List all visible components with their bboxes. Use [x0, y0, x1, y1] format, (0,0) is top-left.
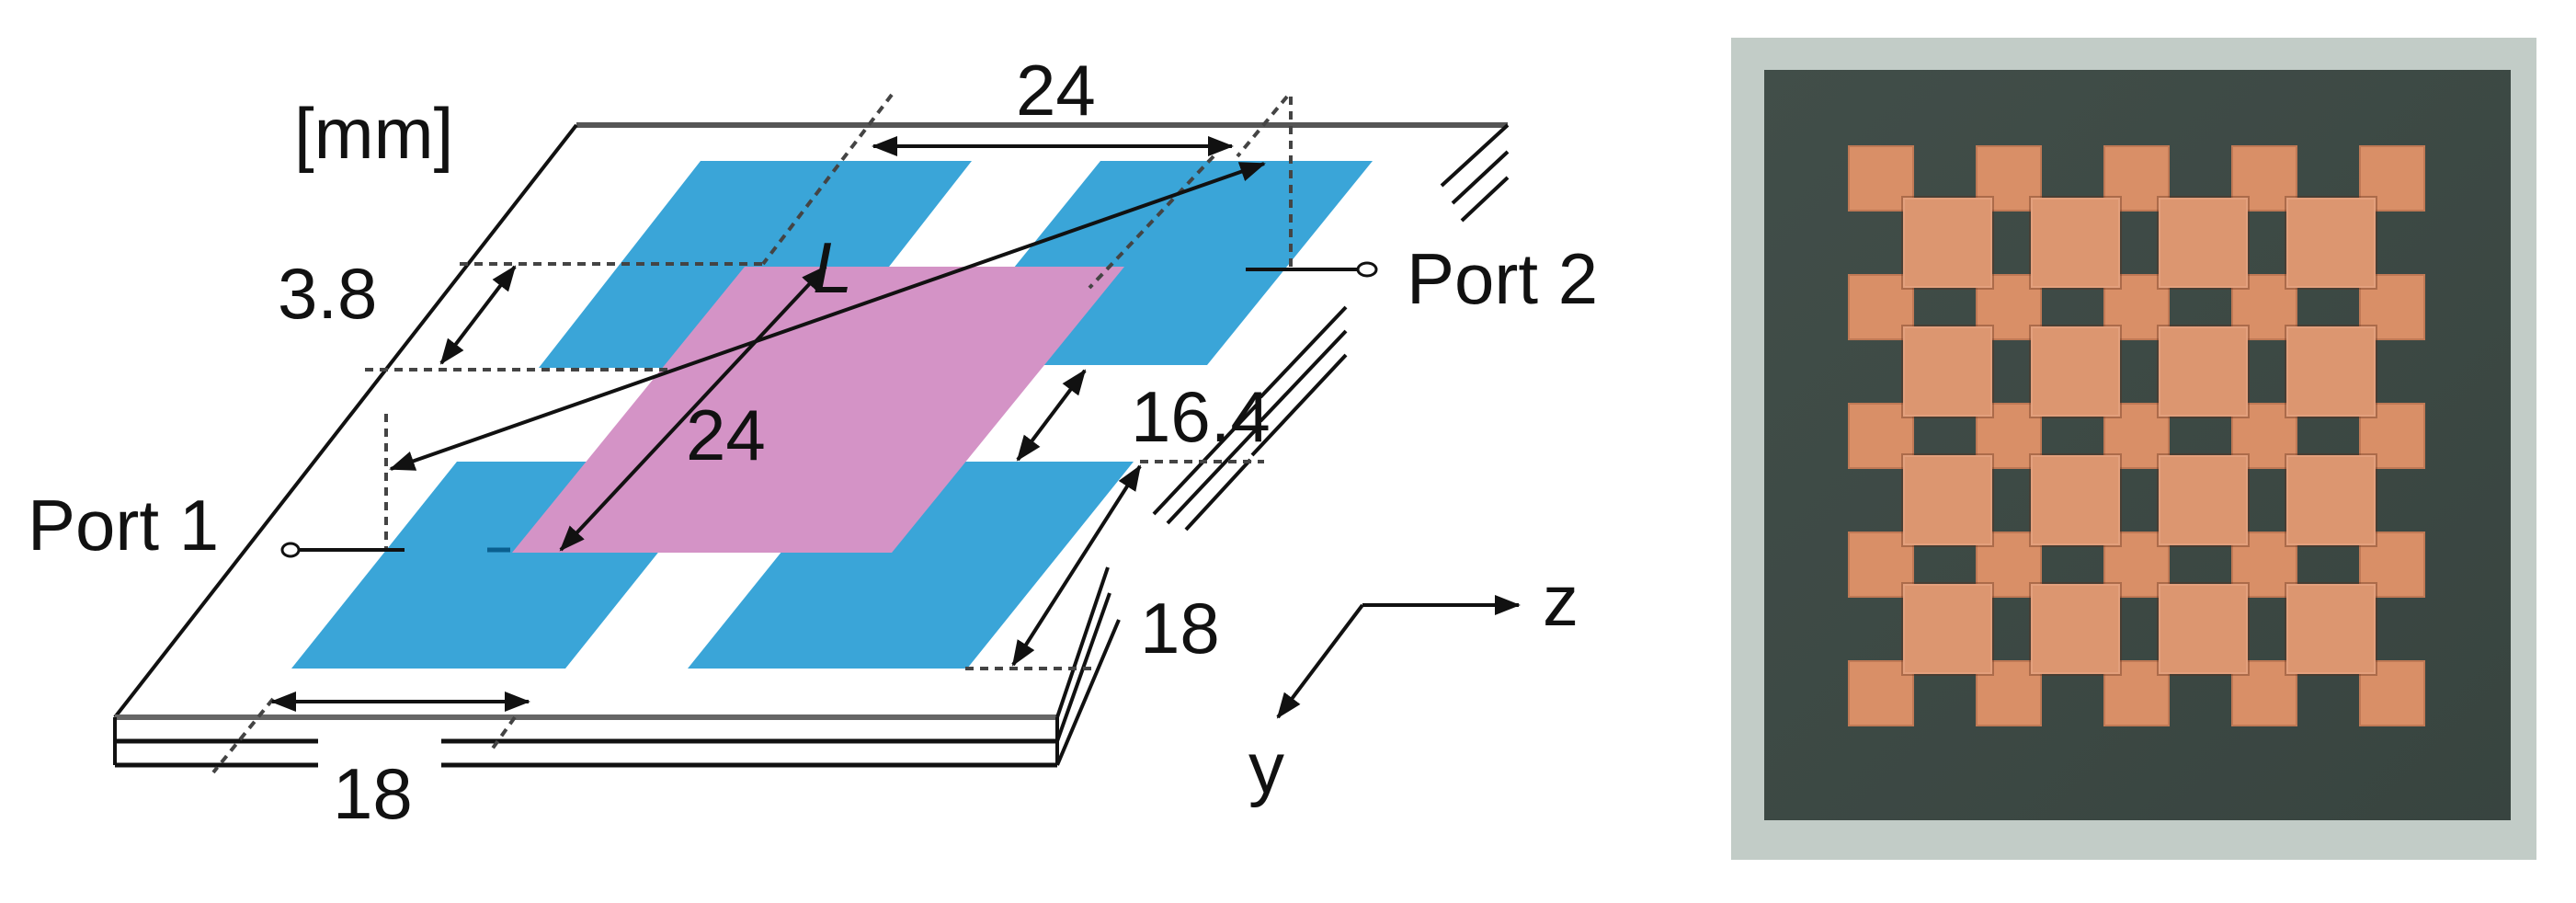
path-label-L: L [813, 227, 852, 308]
copper-large-square [2159, 455, 2248, 545]
port-1-terminal-icon [280, 542, 301, 558]
copper-large-square [2031, 584, 2120, 674]
unit-label: [mm] [294, 93, 453, 174]
copper-large-square [1903, 584, 1992, 674]
copper-large-square [1903, 455, 1992, 545]
copper-large-square [1903, 198, 1992, 288]
path-L-arrow [389, 162, 1266, 471]
dimension-arrows [270, 136, 1266, 712]
copper-large-square [2286, 198, 2376, 288]
gap-label: 3.8 [278, 253, 377, 334]
port-1-label: Port 1 [28, 485, 219, 566]
port-2-label: Port 2 [1407, 238, 1598, 319]
antenna-schematic: [mm] 24 3.8 L 24 16.4 18 18 Port 1 Port … [28, 50, 1598, 834]
copper-large-square [2159, 198, 2248, 288]
top-width-label: 24 [1016, 50, 1096, 131]
port-1 [280, 542, 510, 558]
patch-width-label: 18 [333, 753, 413, 834]
y-axis-label: y [1248, 727, 1284, 808]
copper-large-square [2286, 326, 2376, 417]
copper-large-square [2031, 326, 2120, 417]
fabricated-prototype-photo [1731, 38, 2536, 860]
patch-length-arrow [1011, 464, 1142, 667]
port-2 [1246, 261, 1378, 278]
port-2-terminal-icon [1356, 261, 1378, 278]
copper-large-square [1903, 326, 1992, 417]
copper-large-square [2286, 584, 2376, 674]
dielectric-board [1764, 70, 2511, 820]
spacing-label: 16.4 [1131, 376, 1271, 457]
copper-large-square [2159, 326, 2248, 417]
patch-length-label: 18 [1140, 588, 1220, 669]
inner-length-label: 24 [686, 394, 766, 475]
copper-large-square [2286, 455, 2376, 545]
copper-large-square [2031, 198, 2120, 288]
copper-large-square [2159, 584, 2248, 674]
coordinate-axes [1276, 595, 1521, 719]
y-axis-arrow-icon [1276, 603, 1364, 719]
z-axis-label: z [1543, 560, 1579, 641]
copper-large-square [2031, 455, 2120, 545]
